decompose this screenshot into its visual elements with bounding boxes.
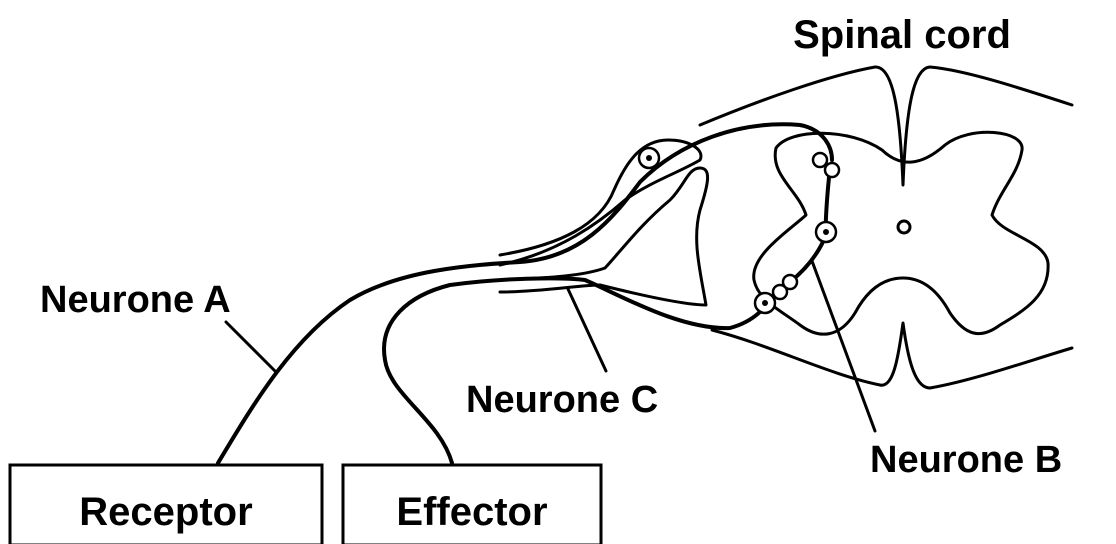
leader-neurone-c [568,289,606,371]
cell-body-neurone-b [816,222,836,242]
label-neurone-a: Neurone A [40,279,231,321]
synapse-ventral [773,275,797,299]
receptor-box: Receptor [10,465,322,544]
spinal-cord-title: Spinal cord [793,13,1011,57]
cell-body-neurone-a [639,148,659,168]
cell-body-neurone-c [755,293,775,313]
effector-box: Effector [343,465,601,544]
effector-label: Effector [396,490,547,534]
spinal-cord-outline [700,67,1072,388]
neurone-c [384,278,775,463]
leader-neurone-a [226,322,276,372]
receptor-label: Receptor [79,490,252,534]
synapse-dorsal [813,153,839,177]
central-canal [898,221,910,233]
label-neurone-c: Neurone C [466,379,658,421]
leader-neurone-b [812,261,875,431]
label-neurone-b: Neurone B [870,439,1062,481]
root-loop [500,168,708,305]
